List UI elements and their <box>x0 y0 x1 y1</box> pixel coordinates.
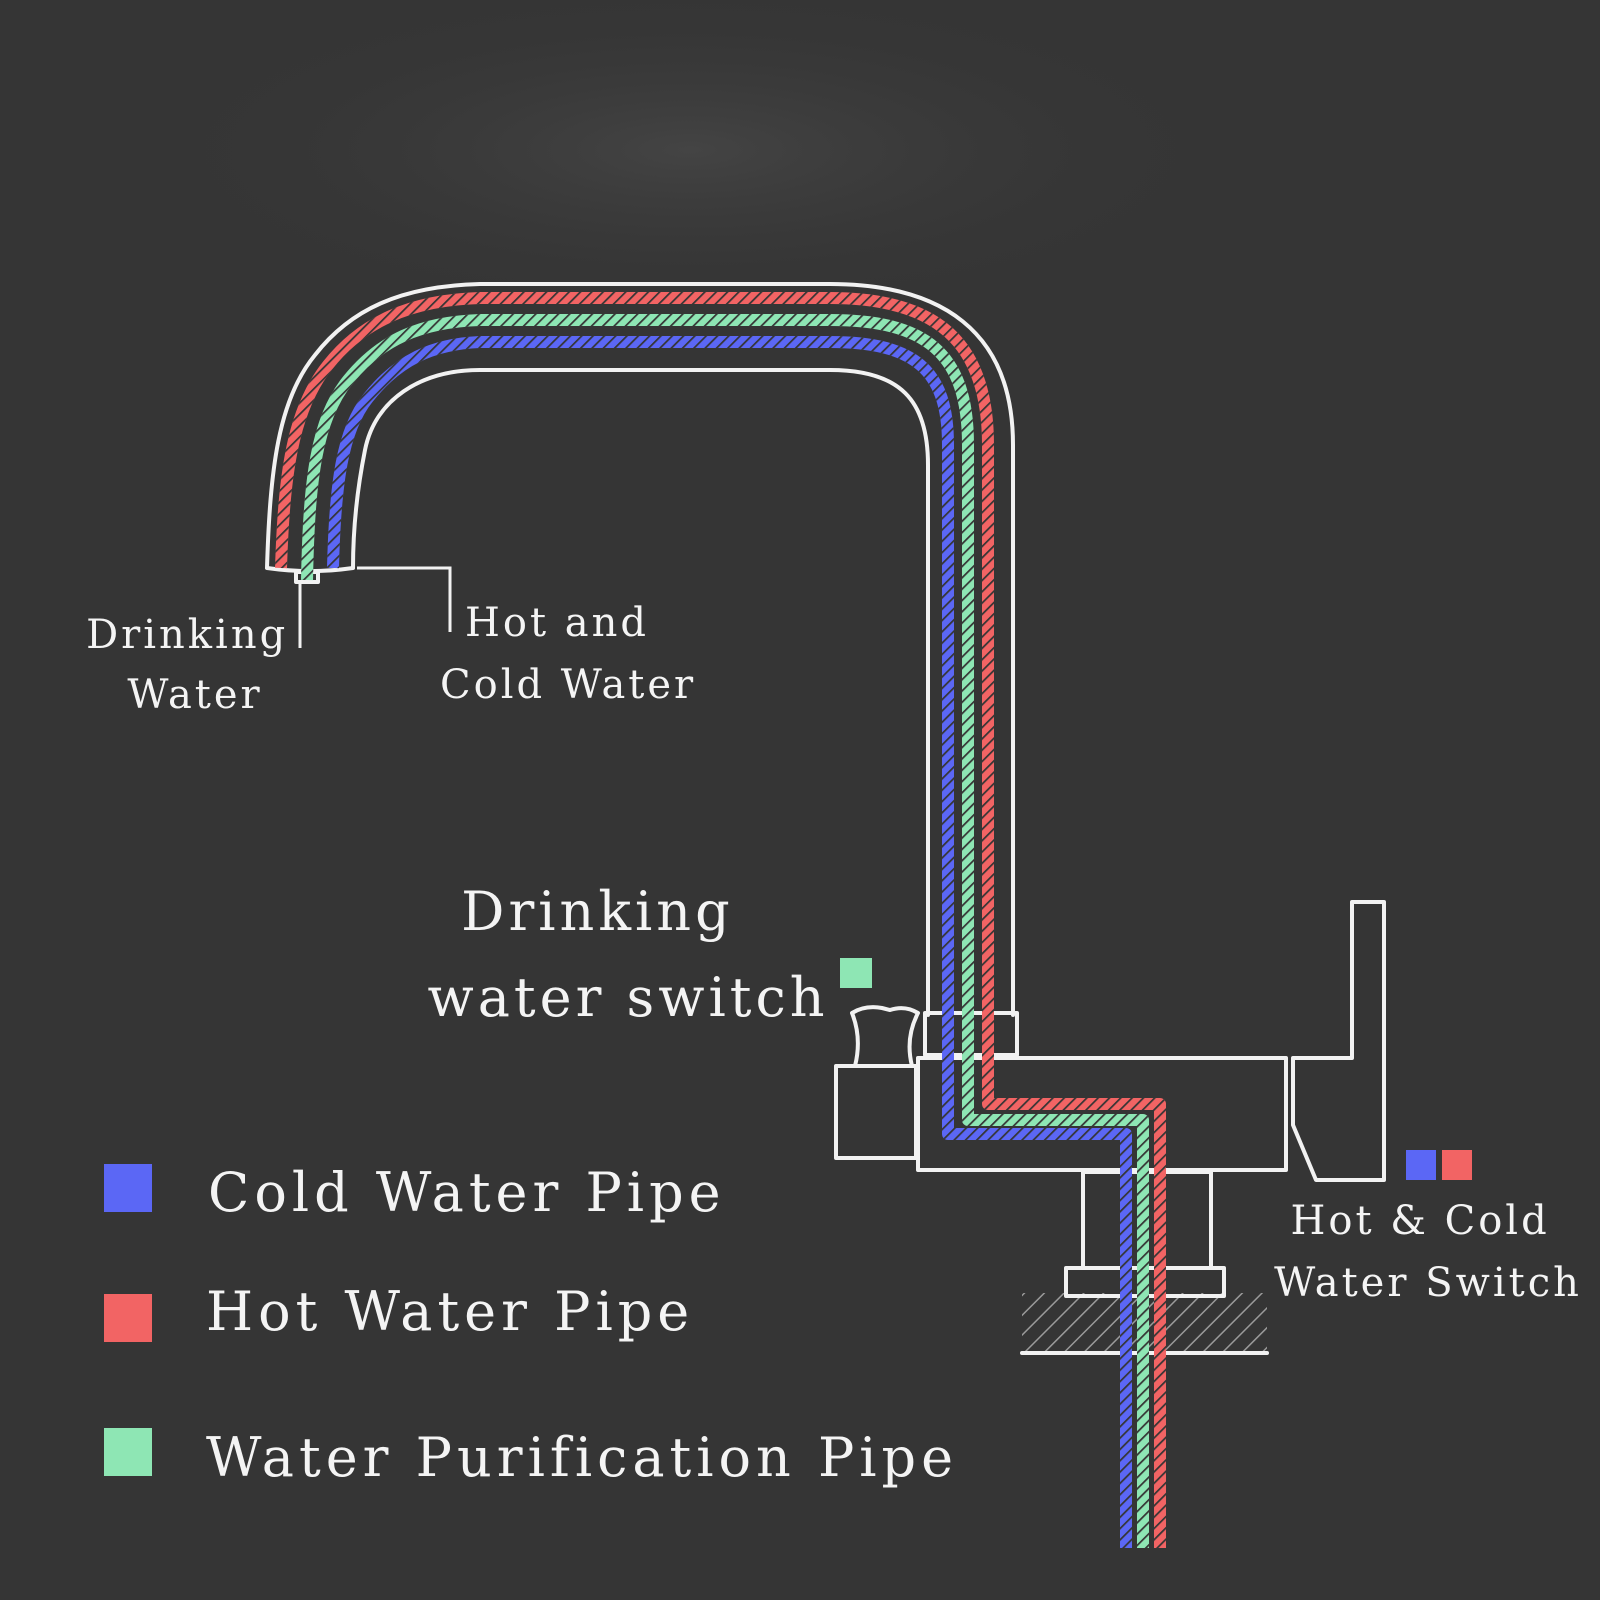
hot-cold-water-switch-label-line2: Water Switch <box>1274 1260 1582 1306</box>
hot-cold-water-switch-label: Hot & Cold Water Switch <box>1274 1198 1582 1306</box>
legend-item-cold: Cold Water Pipe <box>104 1161 726 1224</box>
drinking-switch-knob <box>850 1005 920 1068</box>
hot-water-pipe <box>275 292 1166 1548</box>
drinking-water-label: Drinking Water <box>86 612 304 718</box>
switch-hot-indicator <box>1442 1150 1472 1180</box>
background-glow <box>130 0 1250 320</box>
hot-and-cold-water-label-line2: Cold Water <box>440 662 696 708</box>
legend-swatch-cold <box>104 1164 152 1212</box>
drinking-water-switch-label-line2: water switch <box>428 966 829 1029</box>
hot-cold-lever <box>1291 900 1386 1182</box>
legend-label-hot: Hot Water Pipe <box>206 1280 694 1343</box>
legend-swatch-hot <box>104 1294 152 1342</box>
hot-cold-water-switch-label-line1: Hot & Cold <box>1291 1198 1550 1244</box>
drinking-switch-base <box>834 1064 918 1160</box>
cold-water-pipe <box>327 336 1132 1548</box>
water-purification-pipe <box>301 314 1149 1548</box>
legend-item-hot: Hot Water Pipe <box>104 1280 694 1343</box>
drinking-water-label-line1: Drinking <box>86 612 288 658</box>
legend: Cold Water Pipe Hot Water Pipe Water Pur… <box>104 1161 958 1489</box>
drinking-water-label-line2: Water <box>127 672 262 718</box>
drinking-switch-indicator <box>840 958 872 988</box>
legend-label-cold: Cold Water Pipe <box>208 1161 726 1224</box>
hot-and-cold-water-label-line1: Hot and <box>465 600 649 646</box>
hot-and-cold-water-leader <box>357 566 452 632</box>
legend-item-purification: Water Purification Pipe <box>104 1426 958 1489</box>
legend-swatch-purification <box>104 1428 152 1476</box>
hot-and-cold-water-label: Hot and Cold Water <box>440 600 696 708</box>
drinking-water-switch-label: Drinking water switch <box>428 880 829 1029</box>
drinking-water-switch-label-line1: Drinking <box>461 880 734 943</box>
legend-label-purification: Water Purification Pipe <box>206 1426 958 1489</box>
switch-cold-indicator <box>1406 1150 1436 1180</box>
